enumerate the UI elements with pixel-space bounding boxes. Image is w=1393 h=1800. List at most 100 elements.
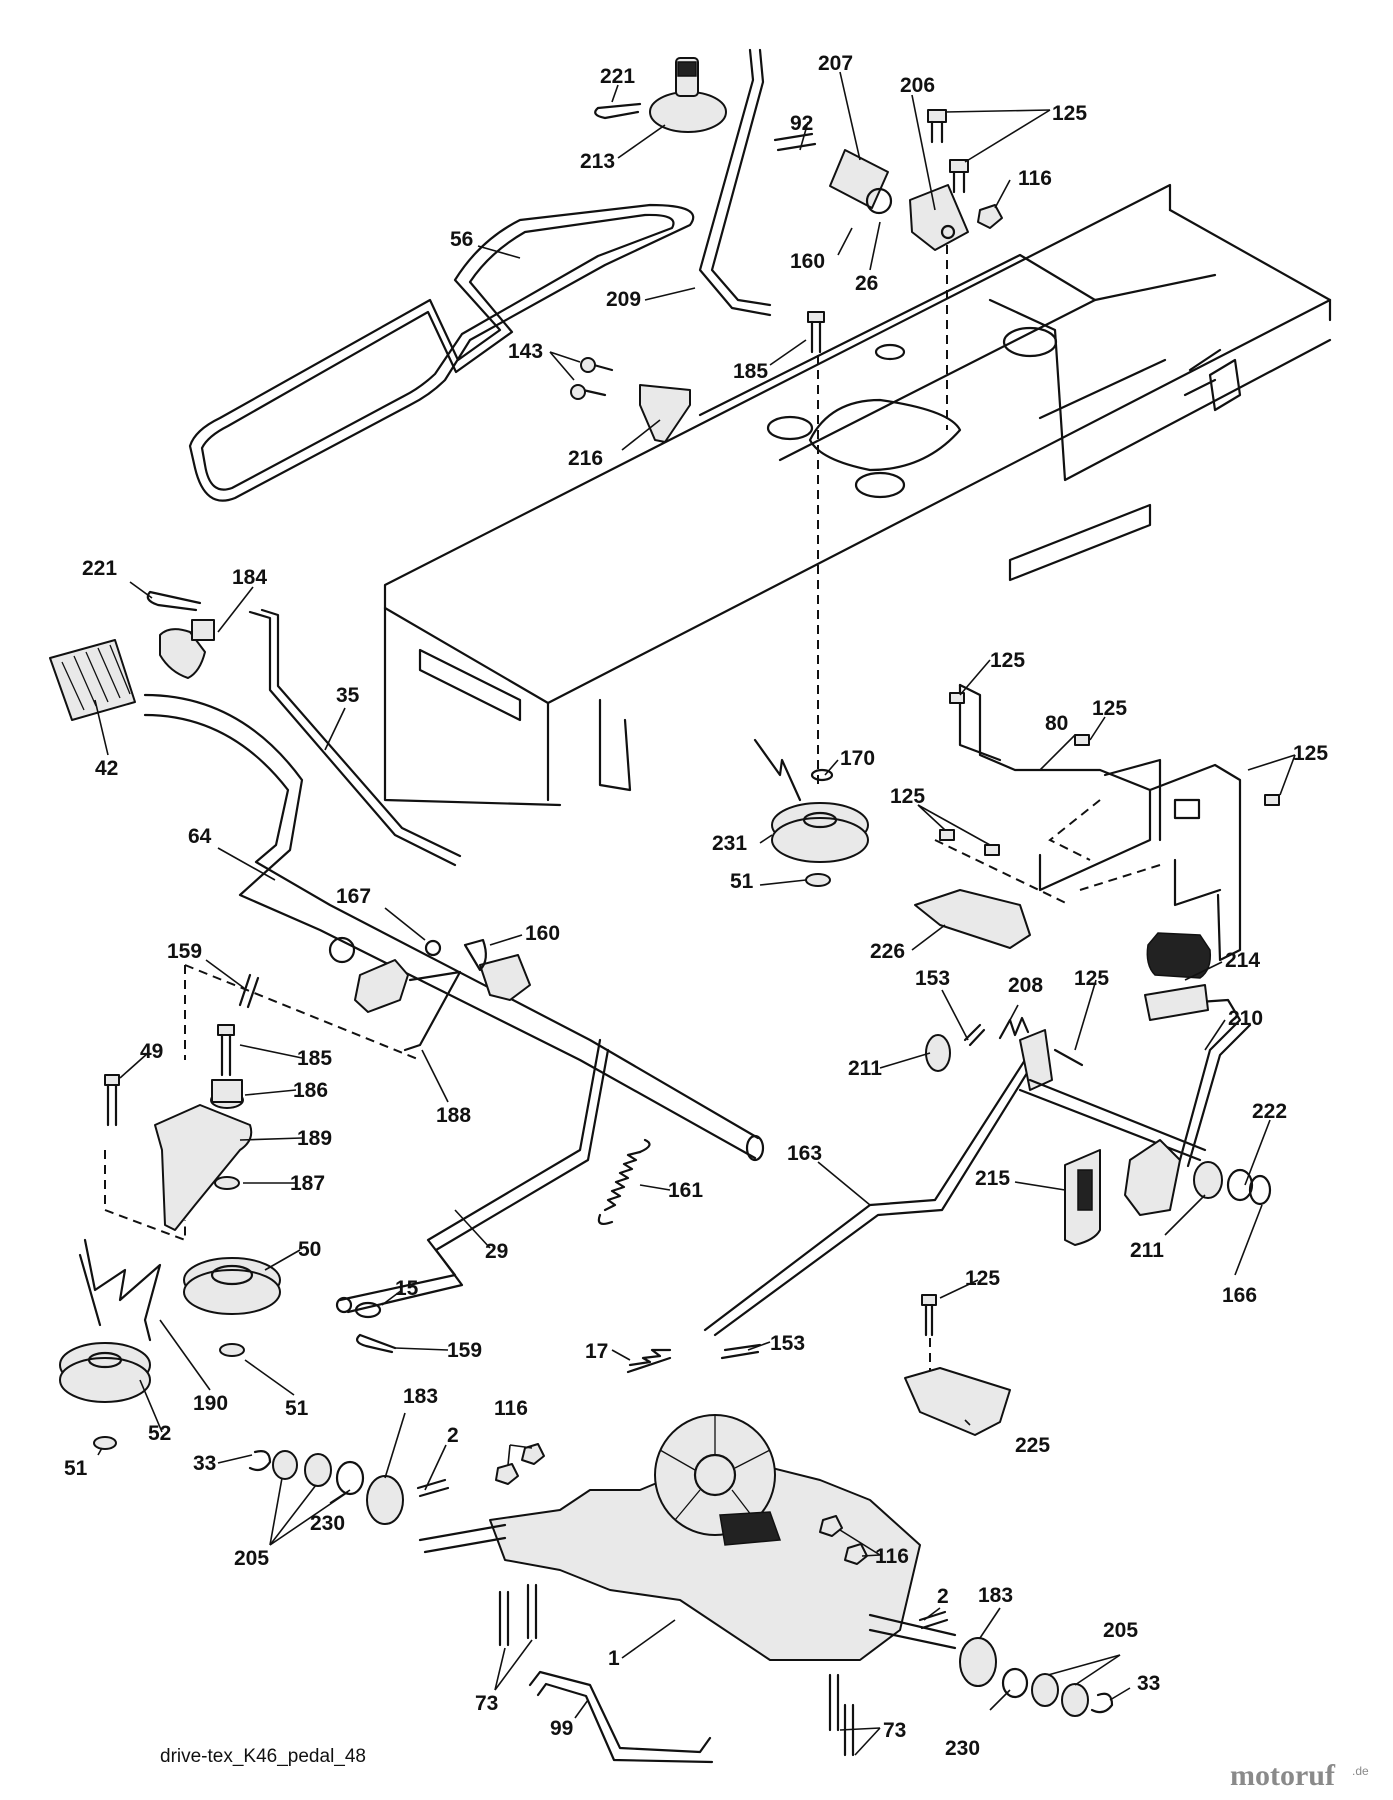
part-label: 215 (975, 1167, 1010, 1190)
rod-99 (528, 1670, 714, 1764)
rod-209 (698, 48, 772, 317)
part-label: 52 (148, 1422, 171, 1445)
part-label: 230 (310, 1512, 345, 1535)
part-label: 33 (193, 1452, 216, 1475)
part-label: 214 (1225, 949, 1260, 972)
part-label: 92 (790, 112, 813, 135)
part-label: 226 (870, 940, 905, 963)
part-label: 1 (608, 1647, 620, 1670)
bracket-216 (570, 357, 691, 443)
watermark-text: motoruf (1230, 1759, 1336, 1792)
part-label: 210 (1228, 1007, 1263, 1030)
part-label: 125 (965, 1267, 1000, 1290)
part-label: 99 (550, 1717, 573, 1740)
dashed-guides-left (104, 964, 421, 1242)
part-label: 167 (336, 885, 371, 908)
part-label: 160 (525, 922, 560, 945)
part-label: 213 (580, 150, 615, 173)
part-label: 166 (1222, 1284, 1257, 1307)
part-label: 205 (234, 1547, 269, 1570)
part-label: 125 (1052, 102, 1087, 125)
part-label: 80 (1045, 712, 1068, 735)
bracket-80 (914, 683, 1280, 962)
part-label: 188 (436, 1104, 471, 1127)
leader-lines (94, 71, 1296, 1756)
part-label: 185 (297, 1047, 332, 1070)
pulley-50 (183, 1257, 281, 1357)
lever-207-assembly (773, 132, 969, 251)
bracket-225 (904, 1294, 1011, 1436)
part-label: 51 (285, 1397, 309, 1420)
part-label: 185 (733, 360, 768, 383)
part-label: 225 (1015, 1434, 1050, 1457)
knob-184 (159, 619, 215, 679)
hairpin-clip-221 (146, 590, 202, 612)
watermark-suffix: .de (1352, 1764, 1369, 1778)
part-label: 49 (140, 1040, 163, 1063)
part-label: 216 (568, 447, 603, 470)
pedal-assembly (925, 932, 1272, 1246)
part-label: 211 (848, 1057, 882, 1080)
lever-64 (143, 693, 765, 1162)
part-label: 116 (875, 1545, 909, 1568)
part-label: 73 (883, 1719, 906, 1742)
part-label: 51 (730, 870, 754, 893)
part-label: 2 (937, 1585, 949, 1608)
part-label: 161 (668, 1179, 703, 1202)
bolts-top (927, 109, 1003, 229)
washers-right (918, 1610, 1114, 1717)
part-label: 159 (167, 940, 202, 963)
transaxle (418, 1414, 957, 1661)
idler-190 (78, 1238, 162, 1342)
watermark-logo: motoruf .de (1230, 1759, 1369, 1792)
part-label: 186 (293, 1079, 328, 1102)
pulley-231 (753, 738, 869, 887)
part-label: 125 (890, 785, 925, 808)
part-label: 159 (447, 1339, 482, 1362)
diagram-caption: drive-tex_K46_pedal_48 (160, 1746, 366, 1767)
pulley-52 (59, 1342, 151, 1450)
part-label: 35 (336, 684, 360, 707)
part-label: 153 (770, 1332, 805, 1355)
part-label: 26 (855, 272, 878, 295)
washer-pin-15-159 (354, 1301, 397, 1354)
part-label: 206 (900, 74, 935, 97)
part-label: 211 (1130, 1239, 1164, 1262)
part-label: 184 (232, 566, 267, 589)
bracket-189-assembly (104, 1024, 253, 1231)
part-label: 209 (606, 288, 641, 311)
part-label: 189 (297, 1127, 332, 1150)
grip-42 (49, 639, 136, 721)
part-label: 208 (1008, 974, 1043, 997)
dashed-guide-center (817, 245, 948, 790)
part-label: 116 (1018, 167, 1052, 190)
part-label: 125 (990, 649, 1025, 672)
part-label: 183 (403, 1385, 438, 1408)
part-label: 163 (787, 1142, 822, 1165)
part-label: 116 (494, 1397, 528, 1420)
hairpin-clip-top (594, 102, 642, 120)
knob-213 (649, 57, 727, 133)
part-label: 125 (1074, 967, 1109, 990)
part-label: 153 (915, 967, 950, 990)
tractor-frame (383, 183, 1332, 807)
spring-161 (597, 1138, 651, 1225)
part-label: 143 (508, 340, 543, 363)
pin-159-top (238, 973, 260, 1009)
part-label: 42 (95, 757, 118, 780)
shaft-assembly (328, 936, 531, 1052)
part-label: 50 (298, 1238, 321, 1261)
part-label: 221 (600, 65, 635, 88)
part-label: 221 (82, 557, 117, 580)
part-label: 29 (485, 1240, 508, 1263)
part-label: 125 (1092, 697, 1127, 720)
drive-belt (188, 203, 695, 502)
part-label: 125 (1293, 742, 1328, 765)
part-label: 222 (1252, 1100, 1287, 1123)
nuts-116 (495, 1443, 868, 1565)
bolt-185-top (807, 311, 825, 354)
part-label: 160 (790, 250, 825, 273)
part-label: 17 (585, 1340, 608, 1363)
part-labels: 221 213 56 209 207 92 160 26 206 125 116… (64, 52, 1328, 1760)
